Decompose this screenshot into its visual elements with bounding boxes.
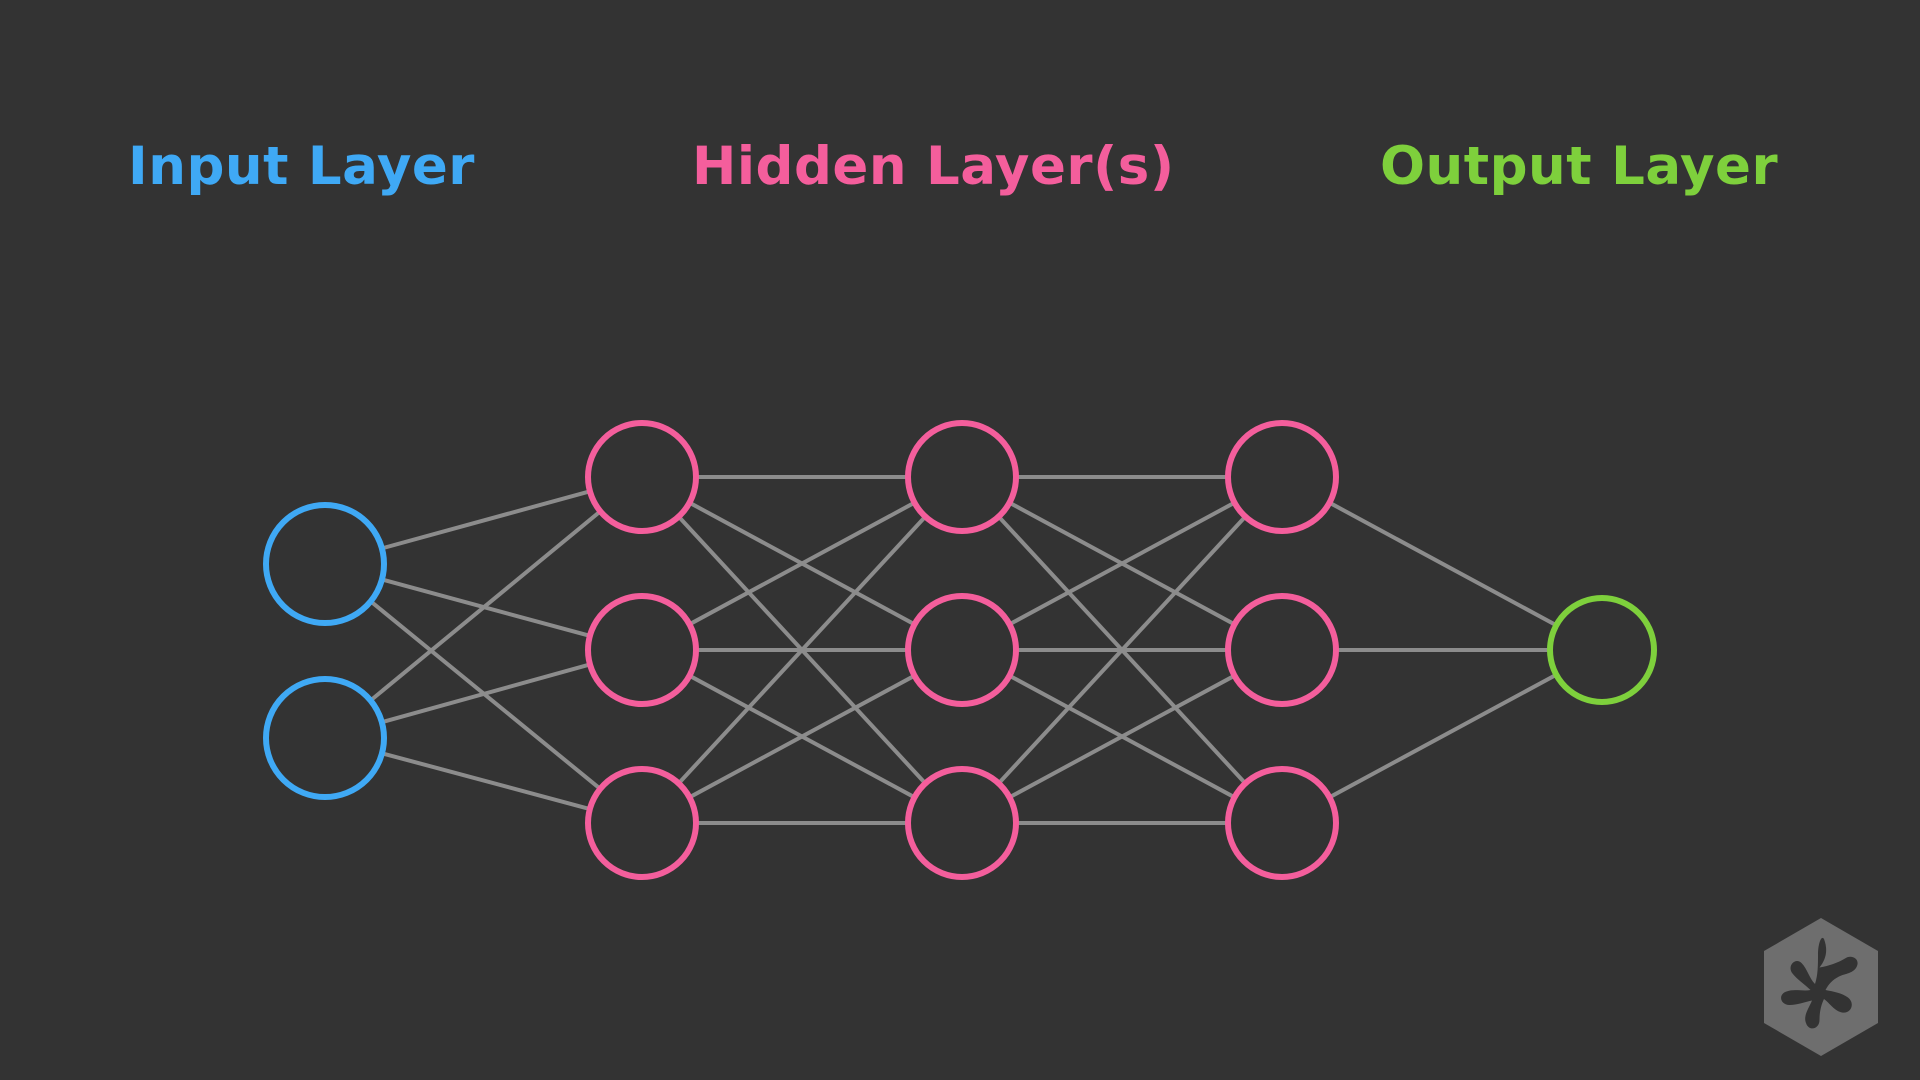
neuron-node-h2_1 xyxy=(905,420,1019,534)
edge-group xyxy=(368,475,1559,825)
neuron-node-h2_3 xyxy=(905,766,1019,880)
neuron-node-i2 xyxy=(263,676,387,800)
connection-edge xyxy=(687,500,917,627)
connection-edge xyxy=(1007,500,1237,627)
connection-edge xyxy=(676,514,928,786)
hidden-layer-label: Hidden Layer(s) xyxy=(692,136,1175,197)
neuron-node-h3_3 xyxy=(1225,766,1339,880)
neuron-node-h3_2 xyxy=(1225,593,1339,707)
neuron-node-i1 xyxy=(263,502,387,626)
connection-edge xyxy=(1327,672,1559,800)
neuron-node-h1_2 xyxy=(585,593,699,707)
connection-edge xyxy=(379,489,592,551)
neuron-node-h1_1 xyxy=(585,420,699,534)
connection-edge xyxy=(687,673,917,800)
neuron-node-h1_3 xyxy=(585,766,699,880)
connection-edge xyxy=(1007,673,1237,800)
connection-edge xyxy=(996,514,1248,786)
connection-edge xyxy=(1327,500,1559,628)
connection-edge xyxy=(379,662,592,725)
hexagon-neuron-logo-icon xyxy=(1764,918,1878,1056)
node-group xyxy=(263,420,1657,880)
neuron-node-h2_2 xyxy=(905,593,1019,707)
output-layer-label: Output Layer xyxy=(1380,136,1779,197)
neuron-node-h3_1 xyxy=(1225,420,1339,534)
connection-edge xyxy=(368,509,603,703)
connection-edge xyxy=(379,751,592,812)
neuron-node-o1 xyxy=(1547,595,1657,705)
input-layer-label: Input Layer xyxy=(128,136,475,197)
